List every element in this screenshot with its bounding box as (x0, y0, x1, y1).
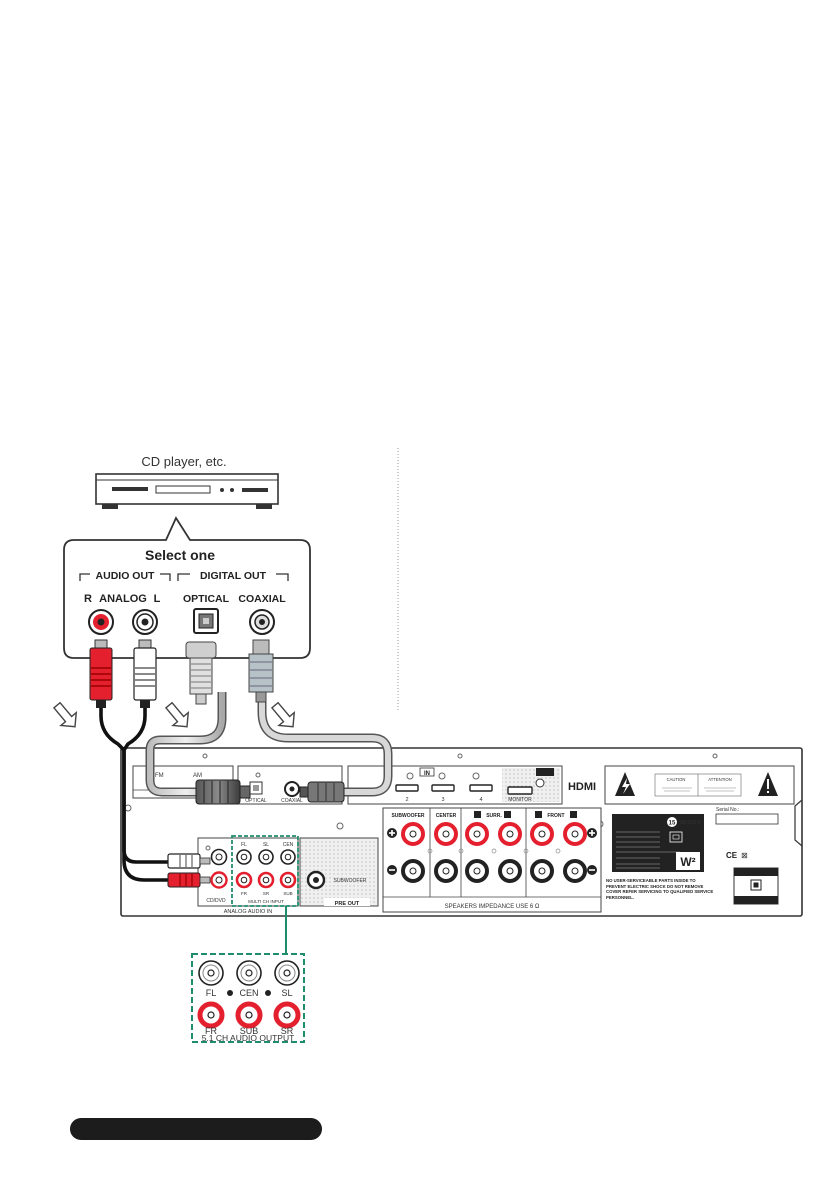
speaker-front-r: R (537, 813, 541, 819)
minus-icon (387, 865, 397, 875)
digital-out-group: DIGITAL OUT OPTICAL COAXIAL (177, 570, 289, 635)
speaker-center-label: CENTER (436, 813, 457, 819)
label-plate-brand: BAUHN (620, 818, 649, 827)
digital-out-optical-label: OPTICAL (183, 593, 230, 605)
zoom-label-sl: SL (281, 988, 292, 998)
minus-icon-right (587, 865, 597, 875)
bottom-bar (70, 1118, 322, 1140)
cd-dvd-in-jacks (210, 848, 228, 889)
audio-out-l-label: L (154, 593, 161, 605)
audio-out-group: AUDIO OUT R ANALOG L (79, 570, 171, 635)
caution-label: CAUTION (667, 777, 686, 782)
pre-out-subwoofer-jack (306, 870, 326, 890)
hdmi-monitor-label: MONITOR (508, 797, 532, 803)
zoom-bottom-jacks (197, 1001, 301, 1029)
label-plate-date: 08/2014 (680, 820, 700, 826)
optical-plug-inserted (195, 779, 251, 805)
coaxial-plug (248, 639, 274, 703)
tuner-am-label: AM (193, 773, 202, 779)
tuner-fm-label: FM (155, 773, 164, 779)
zoom-output-label: 5.1 CH AUDIO OUTPUT (202, 1033, 295, 1043)
multi-ch-top-jacks (236, 849, 296, 865)
analog-in-section-label: ANALOG AUDIO IN (224, 909, 273, 915)
zoom-label-sr: SR (281, 1026, 294, 1036)
plus-icon (387, 828, 397, 838)
zoom-label-fl: FL (206, 988, 217, 998)
caution-warning-icon (758, 772, 778, 796)
speaker-subwoofer-label: SUBWOOFER (391, 813, 424, 819)
coaxial-in-jack (284, 781, 300, 797)
multi-ch-label: MULTI CH INPUT (248, 899, 284, 904)
cd-dvd-label: CD/DVD (206, 898, 226, 904)
speaker-front-l: L (572, 813, 575, 819)
multi-ch-bottom-jacks (235, 871, 297, 889)
zoom-top-jacks (198, 960, 300, 986)
speaker-red-terminal-cores (409, 830, 579, 838)
zoom-label-cen: CEN (239, 988, 258, 998)
optical-in-jack (249, 781, 263, 795)
label-plate-badge: W² (680, 855, 695, 869)
digital-out-coaxial-label: COAXIAL (238, 593, 286, 605)
multi-ch-top-sl: SL (263, 842, 269, 848)
attention-label: ATTENTION (708, 777, 731, 782)
safety-notice: NO USER-SERVICEABLE PARTS INSIDE TO PREV… (606, 878, 714, 900)
rca-analog-cable (99, 700, 172, 882)
hdmi-port-2: 2 (405, 797, 408, 803)
ce-mark-icon: CE (726, 851, 738, 860)
ac-input-rating: 230-240V~50Hz (738, 899, 775, 905)
down-arrow-icons (52, 701, 296, 728)
pre-out-subwoofer-label: SUBWOOFER (334, 878, 367, 884)
hdmi-out-label: OUT (539, 771, 552, 777)
rca-plugs-inserted (167, 853, 211, 888)
receiver-rear-panel: FM AM TUNER ANTENNA OPTICAL COAXIAL IN 2… (120, 747, 803, 917)
serial-label: Serial No.: (716, 807, 739, 813)
optical-in-label: OPTICAL (245, 798, 267, 804)
coaxial-plug-inserted (299, 781, 345, 803)
optical-out-jack (193, 608, 219, 634)
speaker-surr-r: R (476, 813, 480, 819)
multi-ch-top-cen: CEN (283, 842, 294, 848)
callout-title: Select one (145, 547, 215, 563)
grey-digital-cable (145, 692, 393, 797)
zoom-audio-output-panel: FL CEN SL FR SUB SR 5.1 CH AUDIO OUTPUT (191, 953, 305, 1043)
multi-ch-top-fl: FL (241, 842, 247, 848)
speaker-surr-label: SURR. (486, 813, 502, 819)
hdmi-port-3: 3 (441, 797, 444, 803)
weee-icon: ⊠ (741, 851, 748, 860)
audio-out-title: AUDIO OUT (96, 570, 156, 582)
multi-ch-bottom-fr: FR (241, 891, 248, 896)
digital-out-title: DIGITAL OUT (200, 570, 267, 582)
cd-player-illustration (95, 473, 279, 509)
multi-ch-bottom-sr: SR (263, 891, 270, 896)
zoom-label-sub: SUB (240, 1026, 259, 1036)
analog-out-l-jack (132, 609, 158, 635)
zoom-label-fr: FR (205, 1026, 217, 1036)
analog-out-r-jack (88, 609, 114, 635)
hdmi-port-4: 4 (479, 797, 482, 803)
ac-input-title: AC INPUT (743, 871, 770, 877)
rca-red-plug (89, 639, 113, 708)
audio-out-r-label: R (84, 593, 92, 605)
speaker-impedance-label: SPEAKERS IMPEDANCE USE 6 Ω (445, 904, 540, 910)
hdmi-in-label: IN (424, 771, 430, 777)
svg-text:15: 15 (669, 821, 676, 827)
audio-out-analog-label: ANALOG (99, 593, 147, 605)
coaxial-out-jack (249, 609, 275, 635)
hdmi-logo: HDMI (568, 781, 596, 793)
optical-plug (185, 641, 217, 705)
speaker-surr-l: L (506, 813, 509, 819)
device-title: CD player, etc. (141, 454, 226, 469)
rca-white-plug (133, 639, 157, 708)
select-one-callout (63, 516, 311, 659)
shock-warning-icon (615, 772, 635, 796)
speaker-black-terminal-cores (409, 867, 579, 875)
plus-icon-right (587, 828, 597, 838)
coaxial-in-label: COAXIAL (281, 798, 303, 804)
multi-ch-bottom-sub: SUB (283, 891, 292, 896)
pre-out-label: PRE OUT (335, 901, 360, 907)
speaker-front-label: FRONT (547, 813, 564, 819)
